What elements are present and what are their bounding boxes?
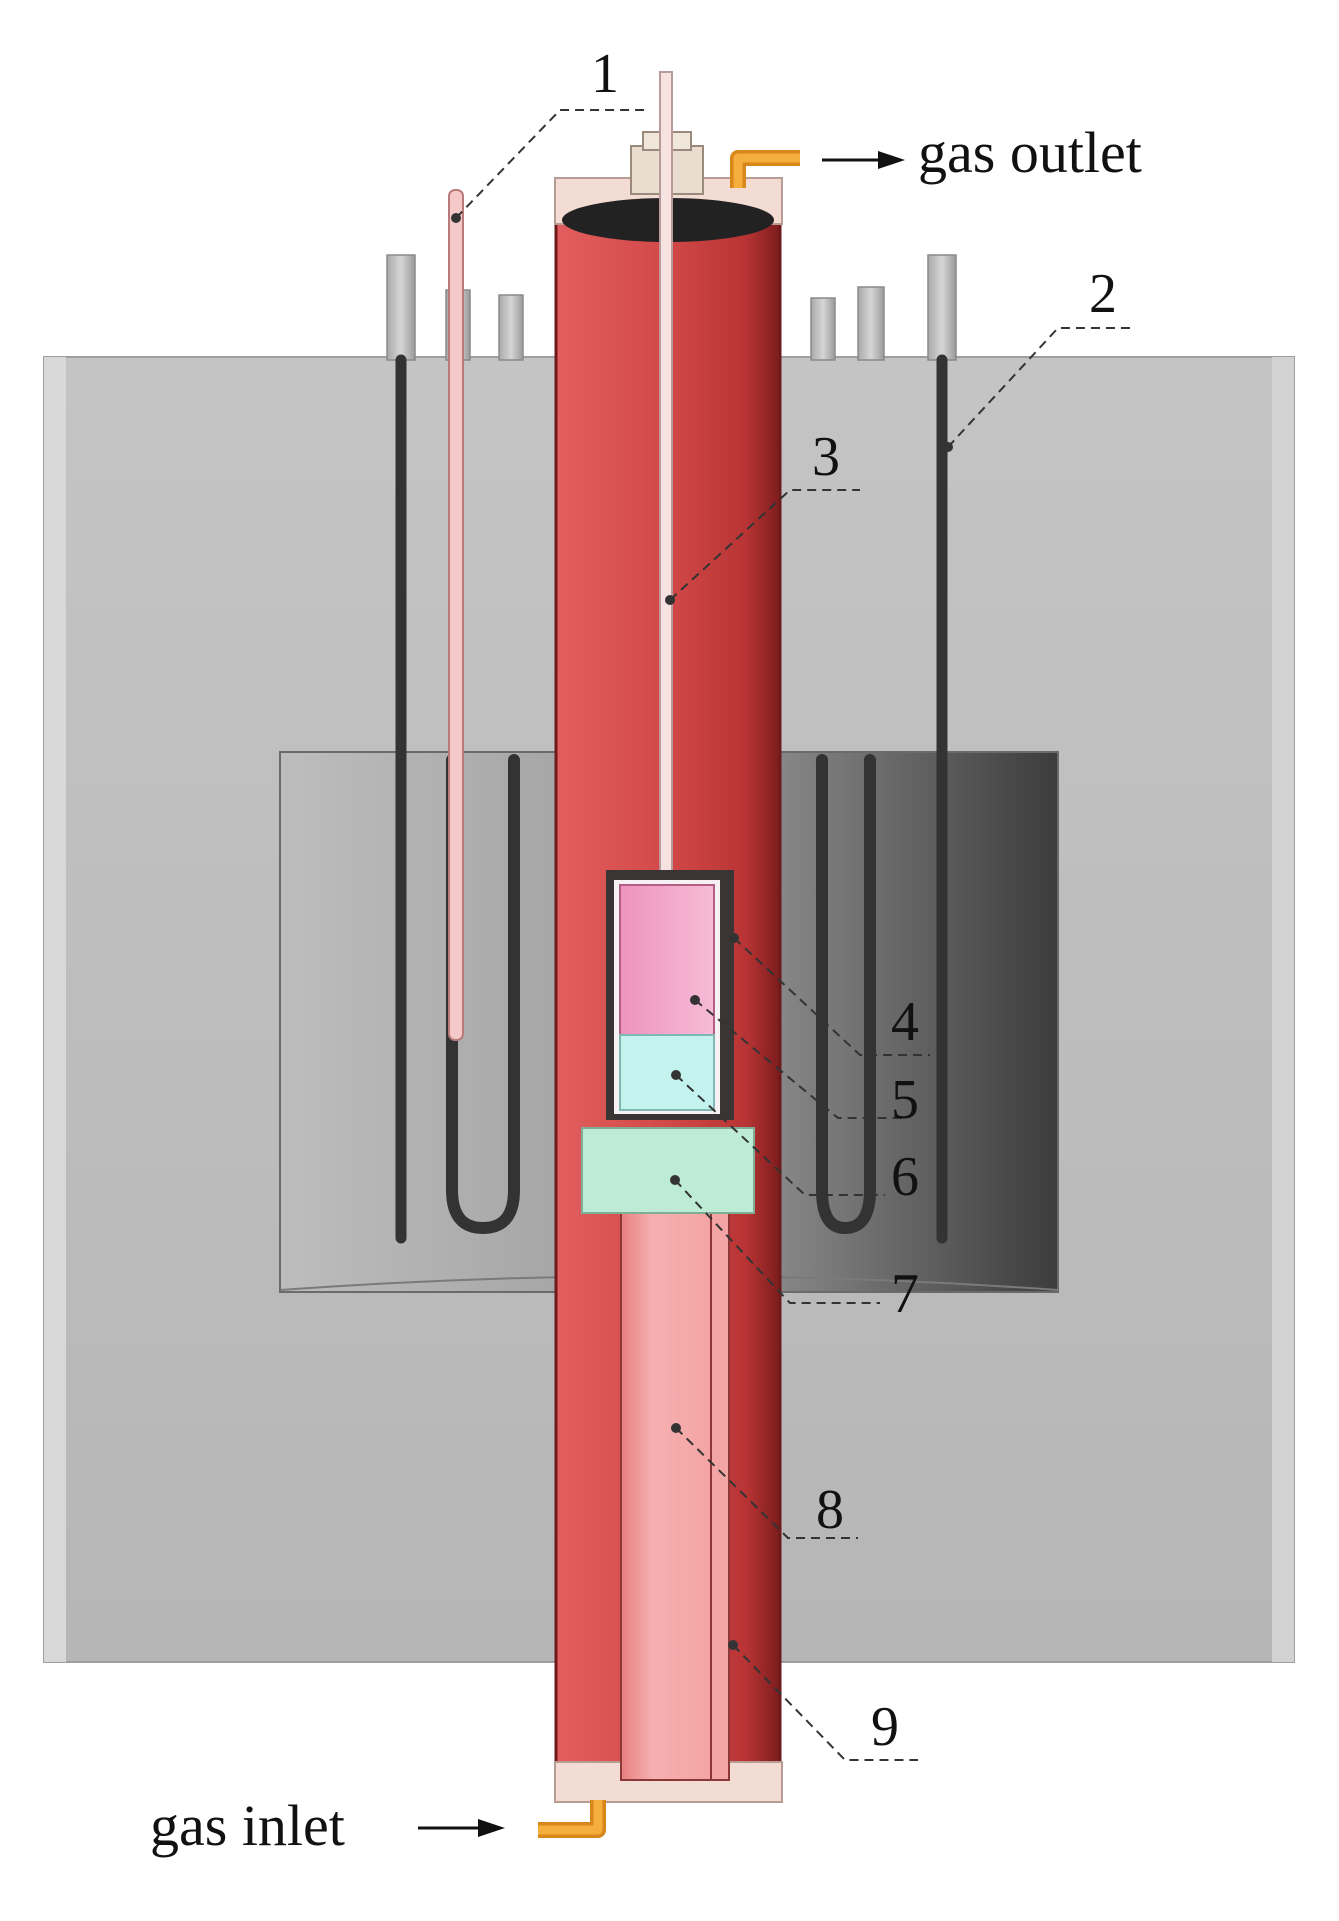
leader-dot-3 <box>665 595 675 605</box>
leader-line-7 <box>674 1179 880 1304</box>
sample-base <box>581 1127 755 1214</box>
leader-dot-9 <box>728 1640 738 1650</box>
label-5: 5 <box>891 1069 919 1131</box>
leader-line-8 <box>675 1427 858 1539</box>
leader-dot-4 <box>729 933 739 943</box>
gas-inlet-connector <box>538 1800 606 1838</box>
leader-line-4 <box>733 937 930 1056</box>
label-2: 2 <box>1089 263 1117 325</box>
leader-line-2 <box>947 327 1130 448</box>
leader-line-9 <box>732 1644 918 1761</box>
label-8: 8 <box>816 1479 844 1541</box>
label-4: 4 <box>891 991 919 1053</box>
gas-inlet-arrow <box>418 1819 505 1837</box>
leader-dot-5 <box>690 995 700 1005</box>
gas-inlet-label: gas inlet <box>150 1793 345 1858</box>
label-6: 6 <box>891 1146 919 1208</box>
sample <box>619 1034 715 1111</box>
gas-outlet-arrow <box>822 151 905 169</box>
top-rods-right <box>810 254 957 361</box>
crucible <box>619 884 715 1036</box>
gas-outlet-connector <box>730 150 800 188</box>
label-1: 1 <box>591 43 619 105</box>
leader-dot-6 <box>671 1070 681 1080</box>
leader-line-6 <box>675 1074 885 1196</box>
leader-dot-2 <box>943 442 953 452</box>
leader-dot-1 <box>451 213 461 223</box>
leader-dot-8 <box>671 1423 681 1433</box>
leader-line-5 <box>694 999 905 1119</box>
thermocouple <box>448 189 464 1041</box>
label-9: 9 <box>871 1696 899 1758</box>
gas-outlet-label: gas outlet <box>918 120 1142 185</box>
heating-elements <box>395 354 948 1244</box>
leader-dot-7 <box>670 1175 680 1185</box>
leader-line-1 <box>455 109 648 219</box>
support-tube <box>620 1211 730 1781</box>
label-3: 3 <box>812 426 840 488</box>
label-7: 7 <box>891 1263 919 1325</box>
